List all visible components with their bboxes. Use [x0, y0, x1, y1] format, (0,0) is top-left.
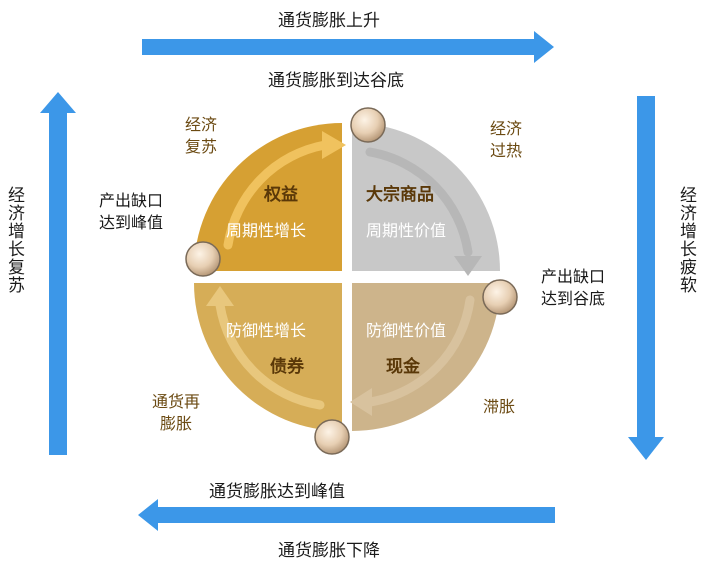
cycle-arrow-bl — [215, 300, 325, 410]
phase-reflation-line2: 膨胀 — [159, 414, 192, 433]
gap-peak: 产出缺口 达到峰值 — [86, 190, 176, 234]
cycle-arrow-br — [365, 295, 475, 407]
phase-recovery-line1: 经济 — [184, 115, 217, 134]
cycle-arrowhead-tl — [322, 131, 346, 159]
quadrants — [194, 123, 500, 431]
cycle-arrowhead-bl — [206, 286, 234, 306]
phase-reflation-line1: 通货再 — [151, 392, 200, 411]
quadrant-bottom-right-subtitle: 防御性价值 — [366, 321, 447, 340]
phase-overheat-line1: 经济 — [489, 119, 522, 138]
cycle-arrows — [206, 131, 482, 416]
arrow-label-left: 经济增长复苏 — [4, 186, 24, 294]
quadrant-bottom-left-subtitle: 防御性增长 — [226, 321, 307, 340]
cycle-arrow-tl — [223, 140, 330, 250]
arrow-label-top: 通货膨胀上升 — [278, 11, 380, 31]
quadrant-top-right-title: 大宗商品 — [366, 185, 434, 205]
quadrant-top-left-subtitle: 周期性增长 — [226, 221, 307, 240]
ball-right — [482, 279, 518, 315]
blue-arrows — [40, 31, 664, 531]
gap-trough: 产出缺口 达到谷底 — [528, 266, 618, 310]
ball-left — [185, 241, 221, 277]
arrow-label-top-inner: 通货膨胀到达谷底 — [268, 71, 404, 91]
phase-overheat-line2: 过热 — [489, 141, 522, 160]
ball-top — [350, 107, 386, 143]
arrow-label-bottom-inner: 通货膨胀达到峰值 — [209, 482, 345, 502]
arrow-top-right — [142, 31, 554, 63]
phase-reflation: 通货再 膨胀 — [144, 391, 208, 435]
gap-peak-line1: 产出缺口 — [98, 191, 163, 210]
cycle-arrowhead-br — [350, 388, 372, 416]
arrow-left-up — [40, 92, 76, 455]
quadrant-bottom-left-title: 债券 — [270, 357, 304, 377]
phase-overheat: 经济 过热 — [481, 118, 531, 162]
transition-balls — [185, 107, 518, 455]
cycle-arrowhead-tr — [454, 256, 482, 276]
quadrant-top-left-title: 权益 — [264, 185, 298, 205]
gap-trough-line1: 产出缺口 — [540, 267, 605, 286]
quadrant-bottom-right-title: 现金 — [386, 357, 420, 377]
phase-recovery-line2: 复苏 — [184, 137, 217, 156]
ball-bottom — [314, 419, 350, 455]
gap-peak-line2: 达到峰值 — [98, 213, 163, 232]
arrow-label-right: 经济增长疲软 — [676, 186, 696, 294]
phase-recovery: 经济 复苏 — [176, 114, 226, 158]
arrow-label-bottom: 通货膨胀下降 — [278, 541, 380, 561]
phase-stagflation: 滞胀 — [482, 397, 515, 416]
arrow-bottom-left — [138, 499, 555, 531]
cycle-arrow-tr — [365, 147, 473, 257]
gap-trough-line2: 达到谷底 — [540, 289, 605, 308]
quadrant-top-right-subtitle: 周期性价值 — [366, 221, 447, 240]
arrow-right-down — [628, 96, 664, 460]
quadrant-bottom-left-shape — [194, 283, 342, 431]
